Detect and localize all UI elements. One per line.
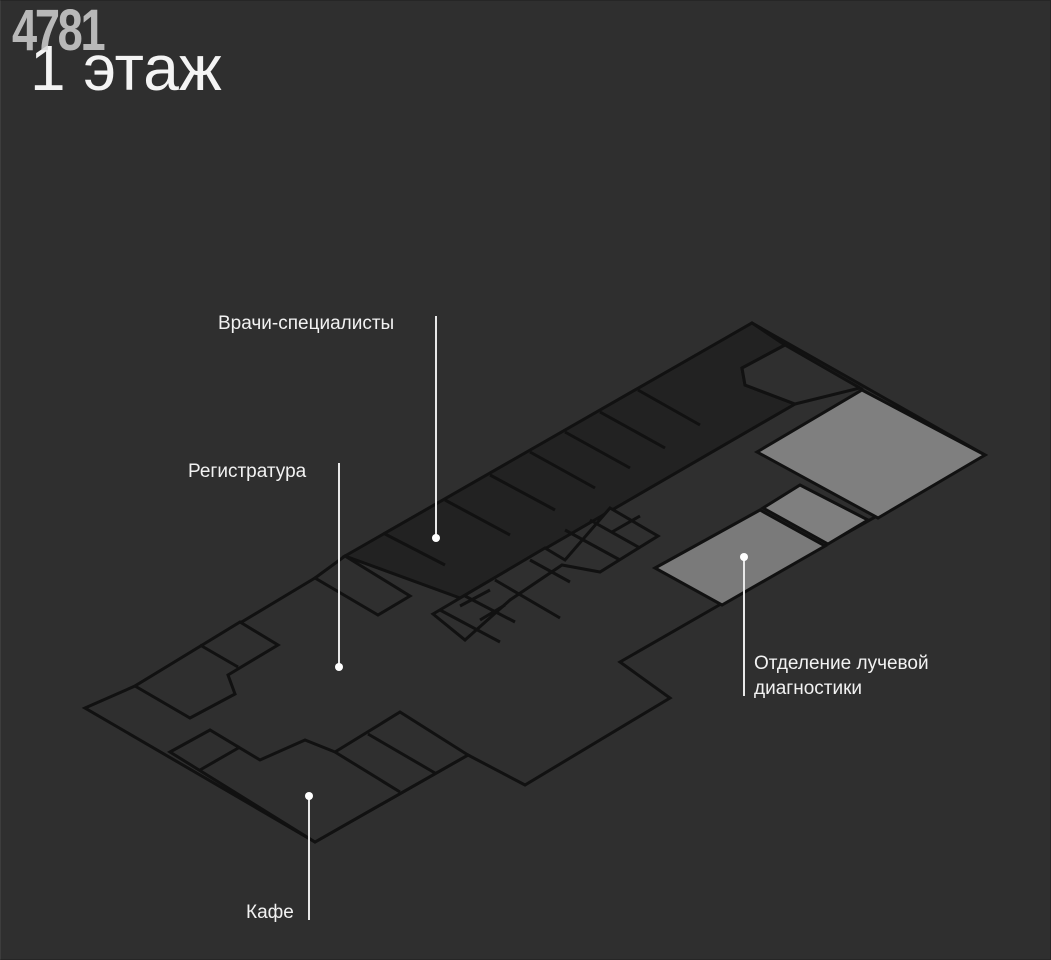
zone-diagnostics-main[interactable] (753, 388, 989, 520)
room-bottom-divider (334, 750, 401, 794)
specialists-divider (444, 498, 511, 537)
marker-diagnostics[interactable] (740, 553, 748, 561)
specialists-divider (489, 473, 556, 512)
floor-title: 1 этаж (30, 32, 222, 104)
specialists-divider (637, 388, 701, 427)
cluster-divider (494, 578, 561, 620)
room-bottom-divider (367, 732, 436, 775)
label-specialists[interactable]: Врачи-специалисты (218, 313, 395, 334)
leader-line-specialists (435, 316, 437, 538)
marker-registry[interactable] (335, 663, 343, 671)
label-cafe[interactable]: Кафе (246, 902, 294, 923)
leader-line-cafe (308, 796, 310, 920)
room-left-divider (199, 643, 239, 669)
room-top-right (740, 343, 864, 406)
specialists-divider (384, 532, 446, 567)
leader-line-registry (338, 463, 340, 667)
label-diagnostics-line1[interactable]: Отделение лучевой (754, 653, 929, 674)
zone-diagnostics-room[interactable] (760, 483, 872, 546)
room-bottom-divider (199, 745, 241, 772)
leader-line-diagnostics (743, 558, 745, 696)
cluster-divider (611, 514, 641, 534)
marker-specialists[interactable] (432, 534, 440, 542)
specialists-divider (529, 450, 596, 490)
specialists-divider (599, 410, 666, 450)
label-registry[interactable]: Регистратура (188, 461, 307, 482)
header: 1 этаж 4781 (10, 0, 330, 110)
marker-cafe[interactable] (305, 792, 313, 800)
cluster-divider (459, 588, 491, 608)
cluster-divider (529, 558, 571, 584)
specialists-divider (564, 430, 631, 470)
overlay-number: 4781 (12, 0, 106, 63)
label-diagnostics-line2[interactable]: диагностики (754, 678, 862, 699)
cluster-divider (589, 518, 641, 550)
cluster-divider (439, 608, 501, 644)
cluster-divider (564, 528, 621, 562)
cluster-divider (479, 603, 506, 622)
room-left-top (132, 620, 281, 720)
